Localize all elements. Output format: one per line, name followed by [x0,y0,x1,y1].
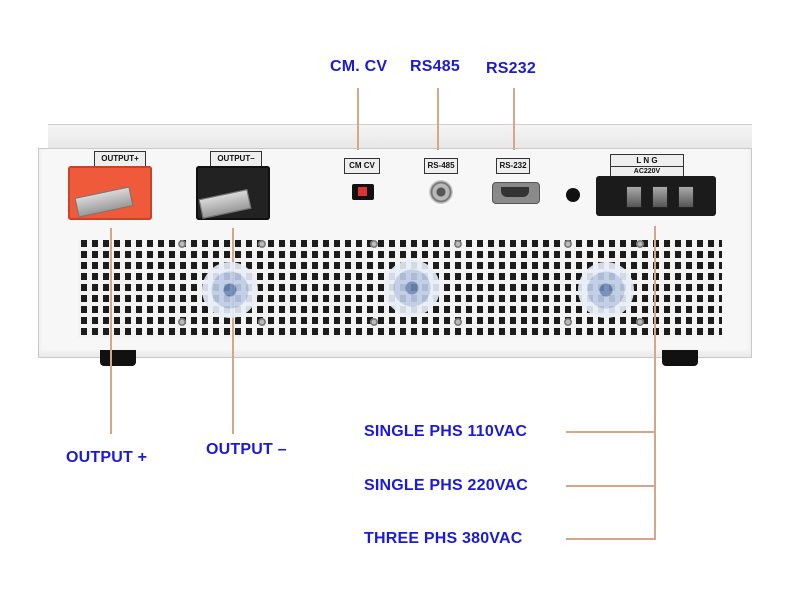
screw [370,240,378,248]
fan-right [578,262,634,318]
leader-380vac [566,538,655,540]
fan-left [202,262,258,318]
label-cm-cv: CM. CV [330,58,388,75]
label-rs485: RS485 [410,58,460,75]
leader-rs485 [437,88,439,150]
screw [454,240,462,248]
leader-ac-vertical [654,226,656,540]
screw [258,318,266,326]
rs232-connector [492,182,540,204]
tag-rs485: RS-485 [424,158,458,174]
tag-output-minus: OUTPUT– [210,151,262,167]
screw [564,240,572,248]
screw [370,318,378,326]
leader-cm-cv [357,88,359,150]
leader-rs232 [513,88,515,150]
screw [258,240,266,248]
rs485-connector [429,180,453,204]
ac-terminal-screw [652,186,668,208]
screw [178,318,186,326]
screw [454,318,462,326]
chassis-top [48,124,752,151]
ac-terminal-screw [626,186,642,208]
screw [564,318,572,326]
tag-output-plus: OUTPUT+ [94,151,146,167]
screw [178,240,186,248]
ac-terminal-screw [678,186,694,208]
leader-110vac [566,431,655,433]
leader-output-minus [232,228,234,434]
fan-center [384,260,440,316]
panel-hole [566,188,580,202]
foot-right [662,350,698,366]
foot-left [100,350,136,366]
leader-220vac [566,485,655,487]
leader-output-plus [110,228,112,434]
label-output-plus: OUTPUT + [66,449,148,466]
cm-cv-switch[interactable] [352,184,374,200]
screw [636,240,644,248]
label-rs232: RS232 [486,60,536,77]
label-single-220vac: SINGLE PHS 220VAC [364,477,529,494]
label-three-380vac: THREE PHS 380VAC [364,530,523,547]
tag-rs232: RS-232 [496,158,530,174]
tag-cm-cv: CM CV [344,158,380,174]
label-output-minus: OUTPUT – [206,441,287,458]
screw [636,318,644,326]
label-single-110vac: SINGLE PHS 110VAC [364,423,528,440]
